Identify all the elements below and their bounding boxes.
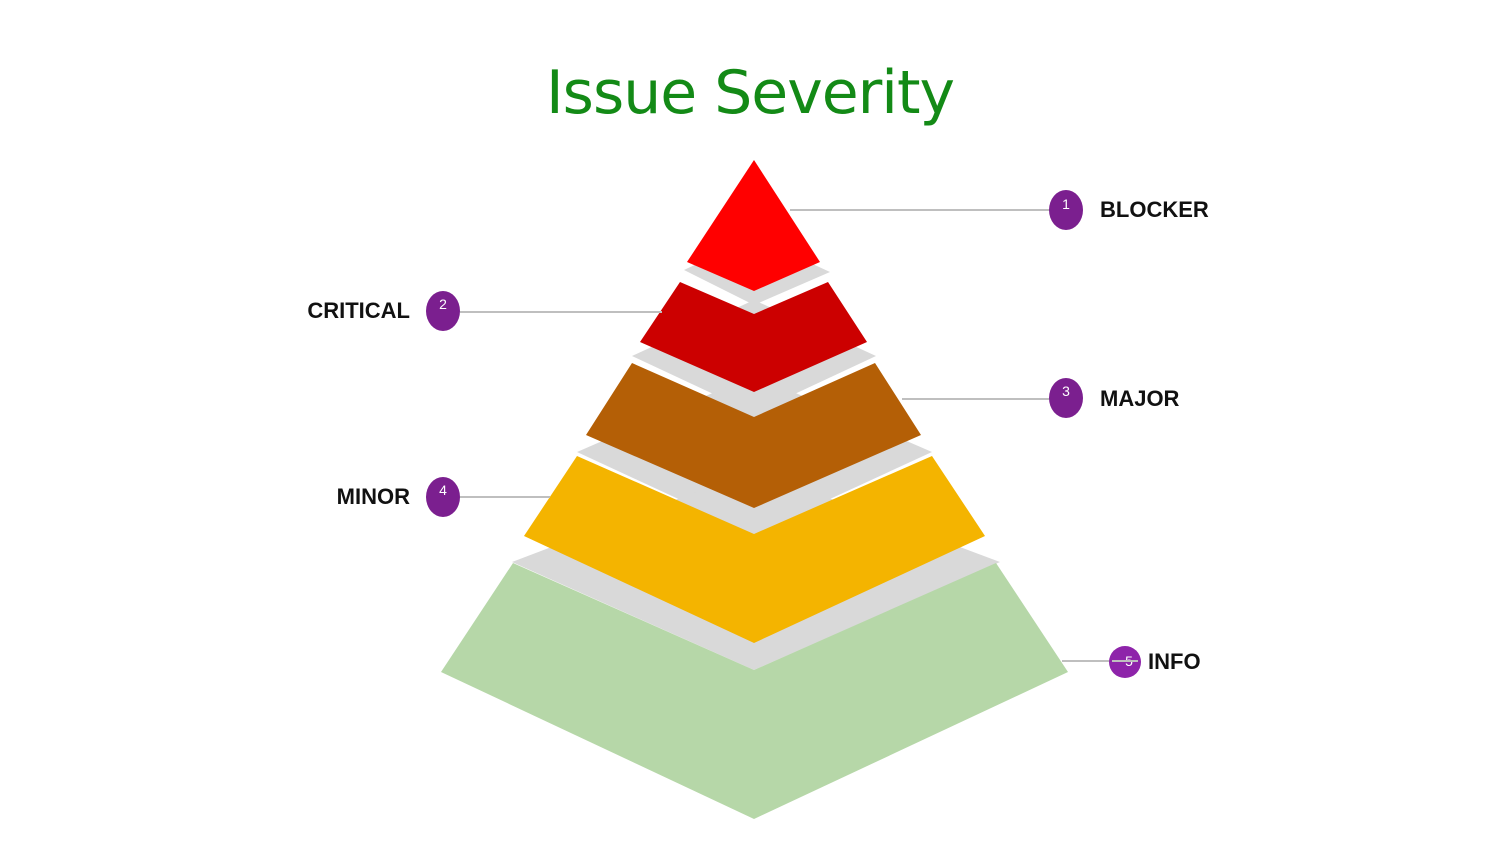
badge-circle	[1049, 190, 1083, 230]
tier-critical	[640, 282, 867, 392]
tier-info-left	[441, 563, 754, 819]
badge-info: 5	[1109, 646, 1141, 678]
leader-lines	[460, 209, 1128, 662]
badge-number-2: 2	[439, 296, 447, 312]
badge-critical: 2	[426, 291, 460, 331]
badge-circle	[426, 291, 460, 331]
badge-circle	[426, 477, 460, 517]
slide-title: Issue Severity	[545, 58, 955, 128]
tier-major	[586, 363, 921, 508]
label-critical: CRITICAL	[307, 298, 410, 323]
label-info: INFO	[1148, 649, 1201, 674]
badge-blocker: 1	[1049, 190, 1083, 230]
tier-info-right	[754, 563, 1068, 819]
label-major: MAJOR	[1100, 386, 1180, 411]
badge-number-1: 1	[1062, 196, 1070, 212]
badge-circle	[1049, 378, 1083, 418]
tier-minor-left	[524, 456, 754, 643]
tier-minor-right	[754, 456, 985, 643]
badge-minor: 4	[426, 477, 460, 517]
tier-blocker	[687, 160, 820, 291]
badge-number-4: 4	[439, 482, 447, 498]
label-blocker: BLOCKER	[1100, 197, 1209, 222]
badge-number-3: 3	[1062, 383, 1070, 399]
badge-major: 3	[1049, 378, 1083, 418]
label-minor: MINOR	[337, 484, 410, 509]
